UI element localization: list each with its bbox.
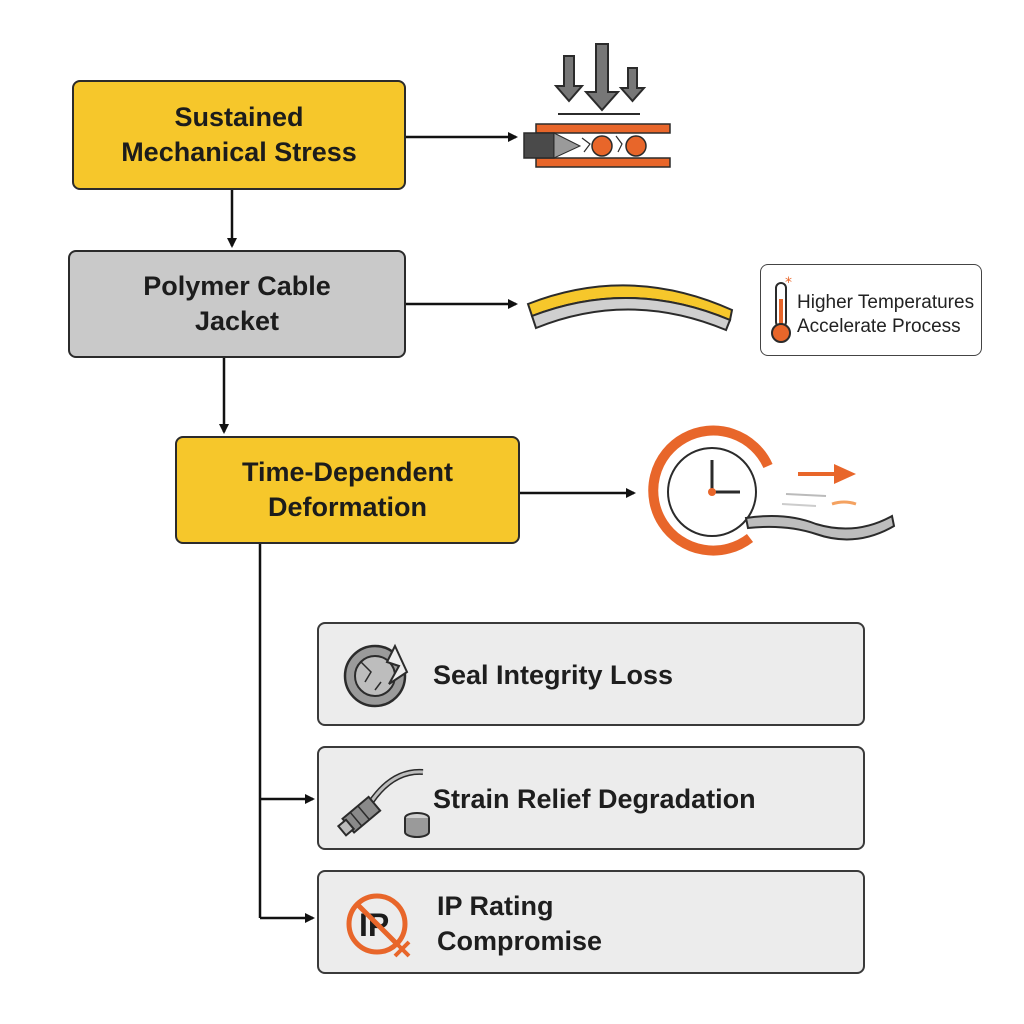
- bent-jacket-icon: [526, 284, 734, 332]
- clock-creep-icon: [648, 425, 896, 556]
- deformation-line2: Deformation: [267, 492, 427, 522]
- jacket-line2: Jacket: [194, 306, 280, 336]
- outcome-label: Strain Relief Degradation: [433, 784, 756, 814]
- outcome-label-line1: IP Rating: [437, 891, 554, 921]
- note-line2: Accelerate Process: [797, 316, 961, 337]
- stress-box: Sustained Mechanical Stress: [72, 80, 406, 190]
- stress-line1: Sustained: [174, 102, 304, 132]
- stress-line2: Mechanical Stress: [121, 137, 357, 167]
- deformation-line1: Time-Dependent: [241, 457, 454, 487]
- compression-icon: [523, 43, 671, 168]
- deformation-box: Time-Dependent Deformation: [175, 436, 520, 544]
- outcome-seal-integrity-loss: Seal Integrity Loss: [317, 622, 865, 726]
- ip-prohibited-icon: IP: [346, 893, 411, 958]
- jacket-box: Polymer Cable Jacket: [68, 250, 406, 358]
- note-line1: Higher Temperatures: [797, 292, 975, 313]
- outcome-label-line2: Compromise: [437, 926, 603, 956]
- thermometer-icon: *: [771, 275, 792, 343]
- outcome-strain-relief-degradation: Strain Relief Degradation: [317, 746, 865, 850]
- outcome-label: Seal Integrity Loss: [433, 660, 674, 690]
- jacket-line1: Polymer Cable: [143, 271, 331, 301]
- svg-text:*: *: [785, 275, 792, 291]
- temperature-note: * Higher Temperatures Accelerate Process: [760, 264, 982, 356]
- cable-connector-icon: [336, 768, 430, 838]
- outcome-ip-rating-compromise: IP IP Rating Compromise: [317, 870, 865, 974]
- cracked-seal-icon: [343, 643, 409, 708]
